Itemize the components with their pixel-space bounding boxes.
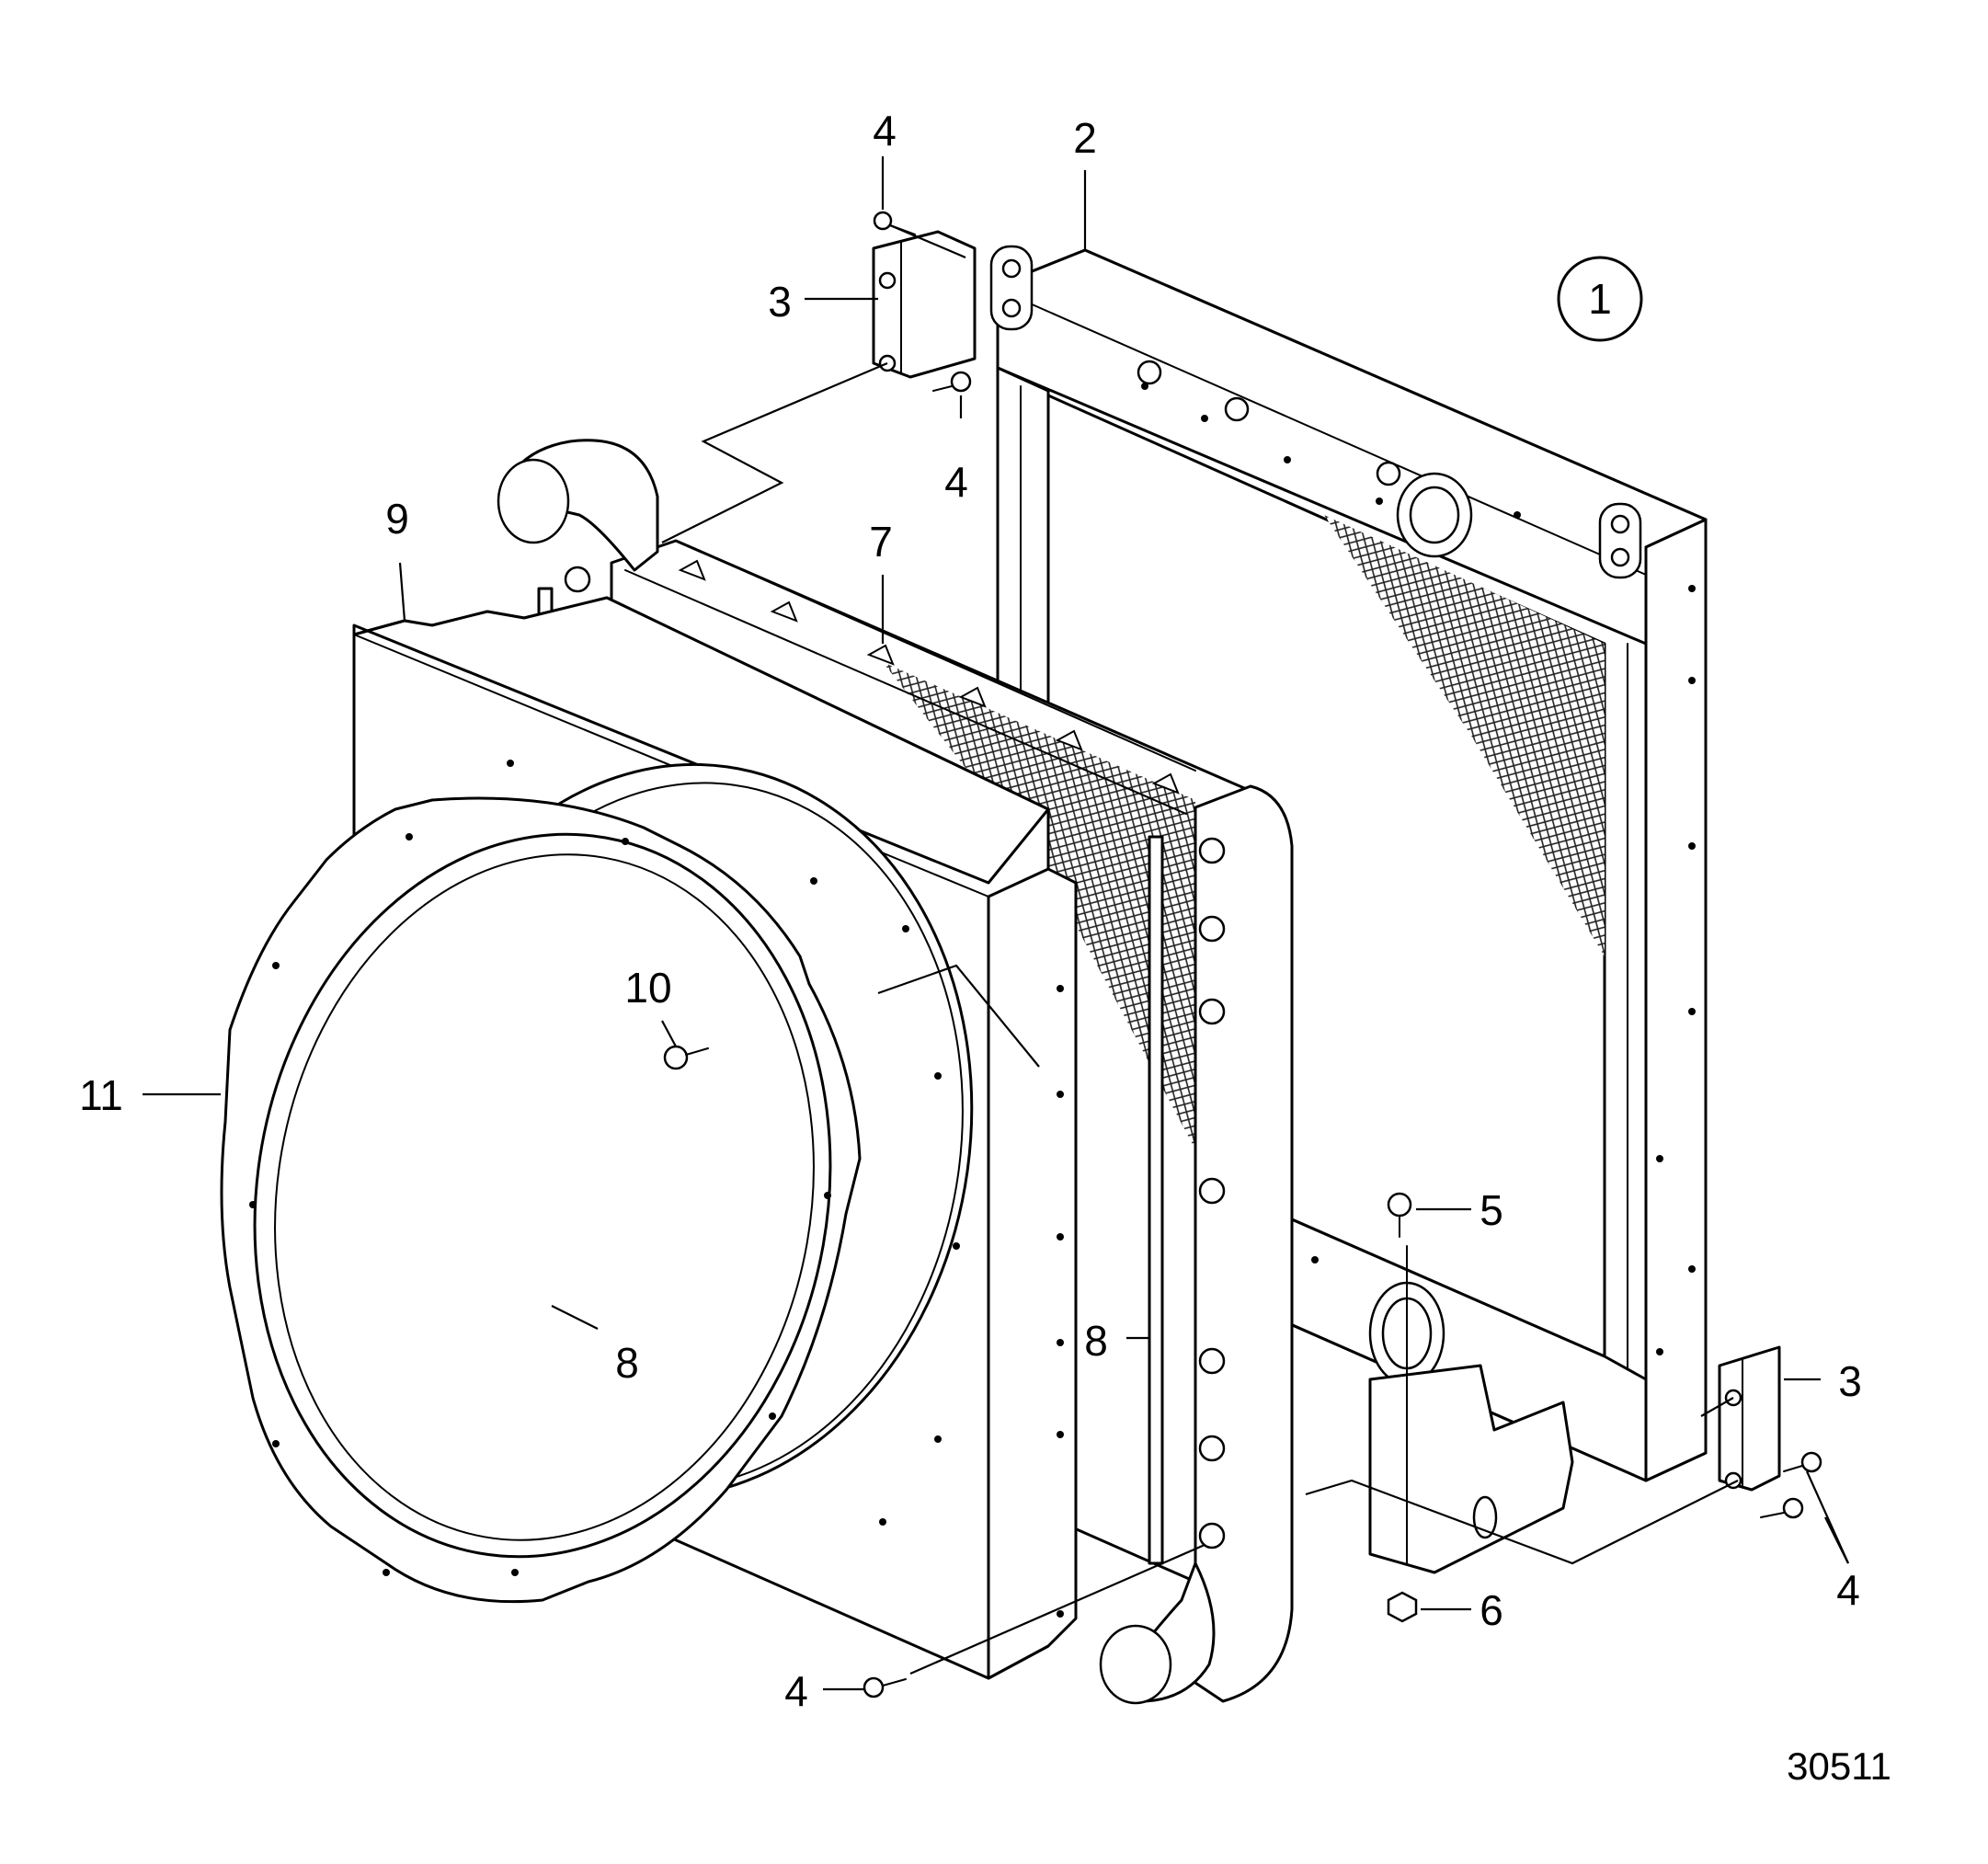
fan-ring-inner <box>253 832 832 1559</box>
seal-strip-right <box>1148 835 1164 1565</box>
assembly-marker: 1 <box>1557 256 1643 342</box>
lower-bracket <box>1718 1345 1781 1492</box>
callout-2: 2 <box>1073 114 1097 162</box>
lifting-eye-right <box>1598 502 1642 579</box>
fan-ring <box>220 796 862 1604</box>
shroud-holes <box>451 760 960 1526</box>
cooler-inlet-opening <box>497 458 570 544</box>
callout-4-upper: 4 <box>944 458 968 506</box>
callout-4-lower-left: 4 <box>784 1667 808 1715</box>
screw-4-lower-right <box>1760 1451 1822 1519</box>
bolt-5 <box>1387 1192 1412 1564</box>
callout-3-upper: 3 <box>768 278 792 326</box>
figure-number: 30511 <box>1787 1744 1891 1788</box>
callout-7: 7 <box>869 518 893 566</box>
lifting-eye-left <box>989 245 1034 331</box>
cooler-top-tabs <box>678 559 1180 795</box>
radiator-core-mesh <box>1324 515 1605 956</box>
fit-lines <box>661 223 1739 1675</box>
fasteners <box>663 211 1822 1698</box>
screw-4-upper <box>932 371 972 393</box>
callout-5: 5 <box>1480 1186 1503 1234</box>
callout-leaders <box>143 156 1850 1691</box>
callout-9: 9 <box>385 495 409 543</box>
nut-6 <box>1387 1591 1418 1623</box>
cooler-tank-bosses <box>1198 837 1226 1550</box>
callout-3-lower: 3 <box>1838 1357 1862 1405</box>
lower-mounting-bracket <box>1718 1345 1781 1492</box>
screw-4-top <box>873 211 916 235</box>
assembly-marker-label: 1 <box>1588 275 1612 323</box>
shroud-right-flange <box>987 867 1078 1680</box>
callout-labels: 4 2 3 4 9 7 10 11 8 8 5 3 4 6 4 <box>79 107 1862 1715</box>
upper-mounting-bracket <box>872 230 977 379</box>
callout-10: 10 <box>624 964 671 1012</box>
radiator-holes <box>1137 360 1696 1355</box>
fan-ring-holes <box>249 833 831 1576</box>
screw-4-lower-left <box>863 1676 907 1698</box>
callout-8-left: 8 <box>615 1339 639 1387</box>
cooler-outlet-opening <box>1099 1624 1172 1705</box>
shroud-top-face <box>352 596 1050 885</box>
radiator-right-side <box>1644 518 1708 1482</box>
radiator-support-bracket <box>1368 1364 1574 1574</box>
callout-6: 6 <box>1480 1586 1503 1634</box>
callout-11: 11 <box>79 1071 123 1119</box>
shroud-flange-holes <box>1057 985 1064 1618</box>
callout-8-right: 8 <box>1084 1317 1108 1365</box>
upper-bracket <box>872 230 977 379</box>
callout-4-lower-right: 4 <box>1836 1566 1860 1614</box>
callout-4-top: 4 <box>873 107 897 154</box>
